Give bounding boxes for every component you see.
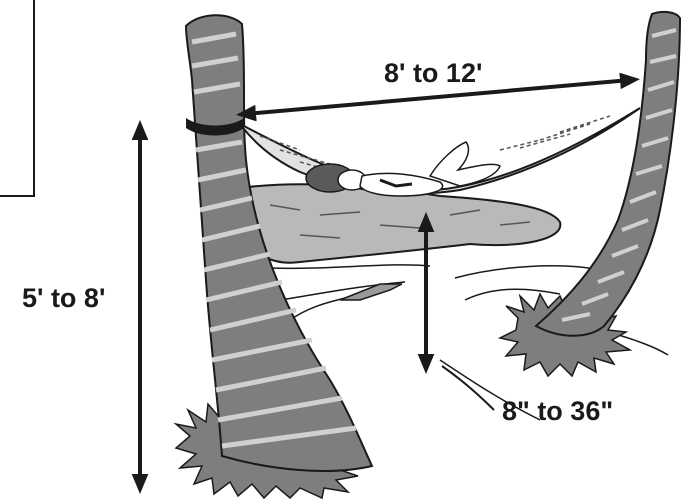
hammock-net: [240, 108, 640, 193]
height-label: 5' to 8': [22, 283, 105, 313]
clearance-label: 8" to 36": [502, 396, 613, 426]
frame-border: [0, 0, 34, 196]
clearance-leader-line: [442, 366, 494, 410]
span-label: 8' to 12': [384, 58, 482, 88]
